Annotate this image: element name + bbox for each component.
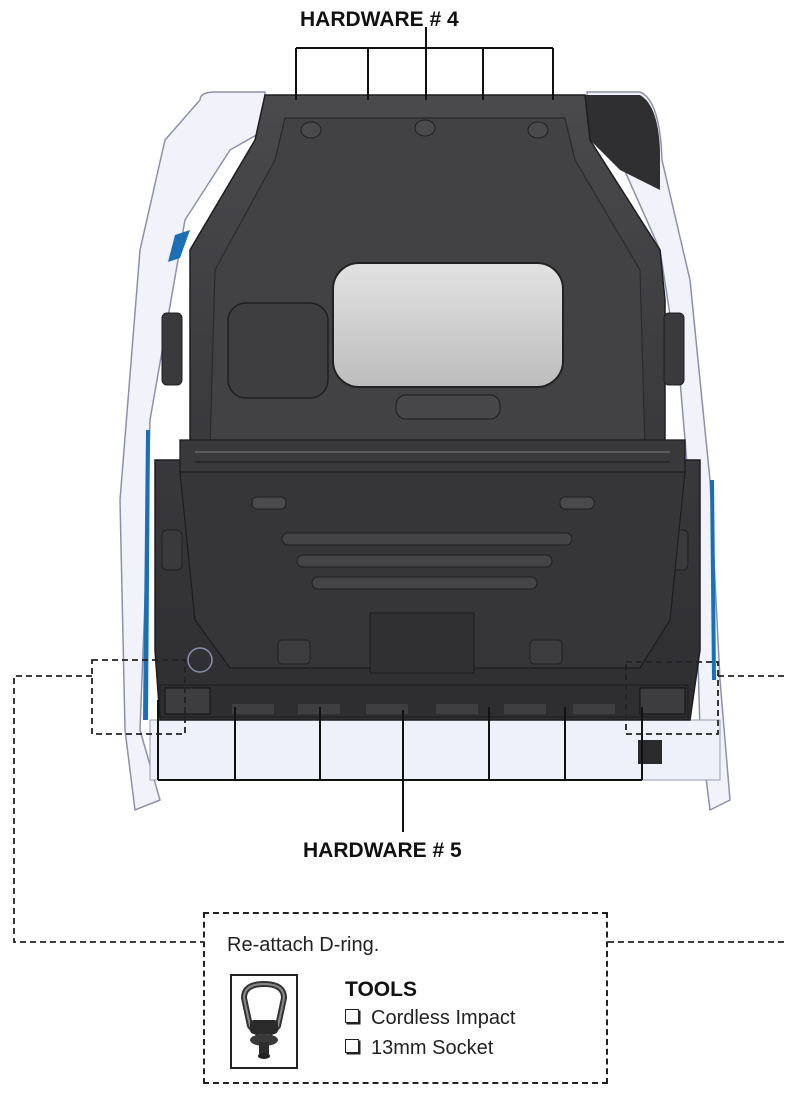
partition-panel (154, 94, 701, 764)
tool-label: Cordless Impact (371, 1007, 516, 1029)
instruction-box: Re-attach D-ring. TOOLS Cordless Impact … (203, 912, 608, 1084)
hardware-4-leader (295, 27, 554, 100)
hardware-5-leader (157, 700, 643, 832)
d-ring-icon (240, 980, 288, 1059)
d-ring-image (230, 974, 298, 1069)
d-ring-callout-lines (13, 659, 787, 943)
checkbox-icon (345, 1039, 359, 1053)
hardware-5-label: HARDWARE # 5 (303, 839, 462, 862)
checkbox-icon (345, 1009, 359, 1023)
tool-item: Cordless Impact (345, 1007, 516, 1030)
tool-label: 13mm Socket (371, 1037, 494, 1059)
tool-item: 13mm Socket (345, 1037, 493, 1060)
tools-heading: TOOLS (345, 978, 417, 1001)
hardware-4-label: HARDWARE # 4 (300, 8, 459, 31)
instruction-text: Re-attach D-ring. (227, 934, 380, 956)
